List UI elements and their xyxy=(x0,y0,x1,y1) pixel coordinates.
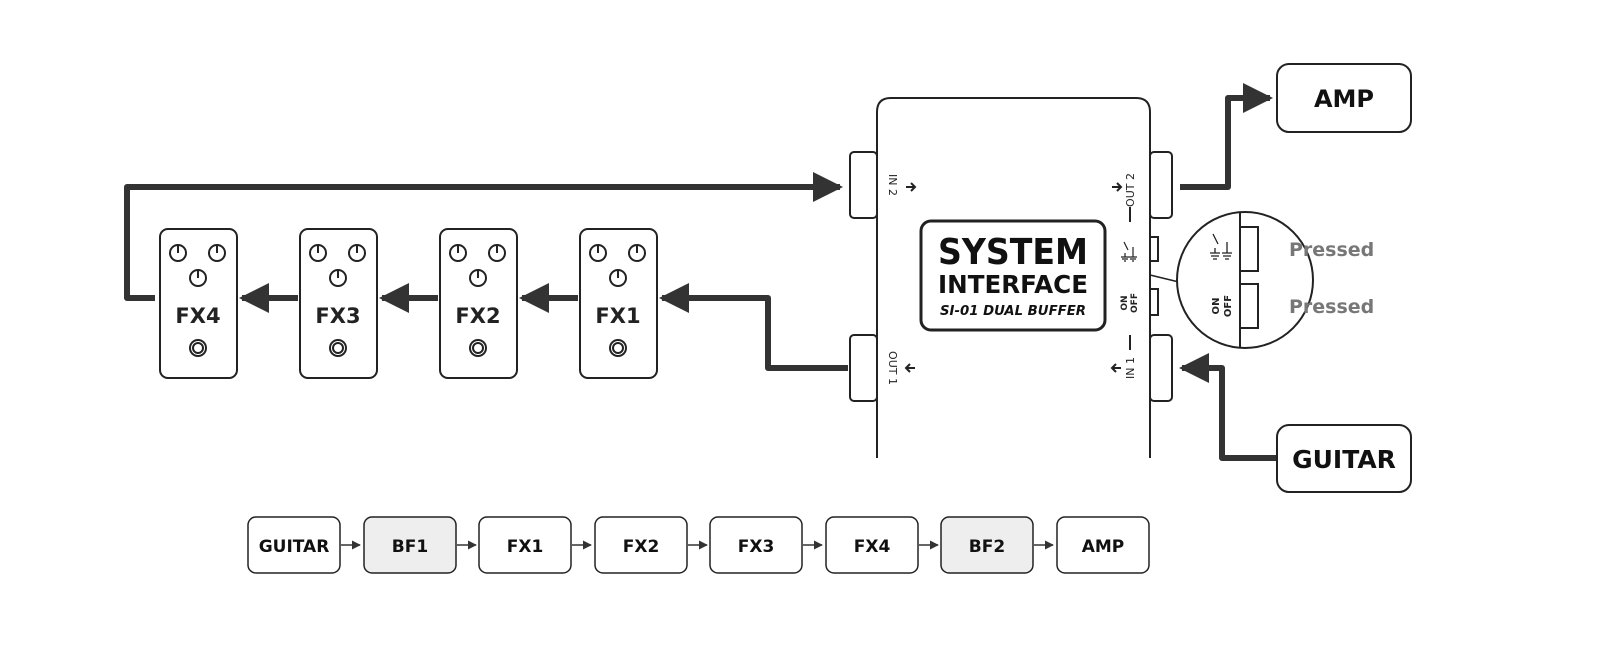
chain-step-fx3: FX3 xyxy=(709,516,803,574)
chain-step-label: BF1 xyxy=(392,537,428,557)
name-plate xyxy=(919,219,1107,332)
chain-step-guitar: GUITAR xyxy=(247,516,341,574)
chain-summary: GUITAR BF1 FX1 FX2 FX3 FX4 BF2 AMP xyxy=(247,516,1150,574)
pedal-label: FX2 xyxy=(455,304,500,328)
pedals: FX4 FX3 FX2 FX1 xyxy=(159,228,658,379)
zoom-off-label: OFF xyxy=(1223,295,1234,317)
power-state-label: Pressed xyxy=(1289,296,1374,318)
zoom-power-switch xyxy=(1239,283,1259,329)
chain-step-fx4: FX4 xyxy=(825,516,919,574)
guitar-label: GUITAR xyxy=(1292,445,1396,474)
chain-step-label: BF2 xyxy=(969,537,1005,557)
pedal-label: FX3 xyxy=(315,304,360,328)
chain-step-fx2: FX2 xyxy=(594,516,688,574)
pedal-fx2[interactable]: FX2 xyxy=(439,228,518,379)
ground-switch[interactable] xyxy=(1149,236,1159,262)
switch-on-label: ON xyxy=(1120,295,1130,310)
jack-out2-label: OUT 2 xyxy=(1124,173,1137,207)
arrow-in2-icon xyxy=(906,182,917,192)
switch-zoom-callout: ON OFF Pressed Pressed xyxy=(1149,211,1374,349)
chain-step-fx1: FX1 xyxy=(478,516,572,574)
model-name: SI-01 DUAL BUFFER xyxy=(940,304,1086,319)
jack-out2[interactable] xyxy=(1149,151,1173,219)
chain-step-label: FX1 xyxy=(507,537,544,557)
jack-out1[interactable] xyxy=(849,334,878,402)
jack-in1[interactable] xyxy=(1149,334,1173,402)
brand-line1: SYSTEM xyxy=(938,232,1088,273)
arrow-in1-icon xyxy=(1110,363,1121,373)
buffer-enclosure xyxy=(876,97,1151,458)
jack-out1-label: OUT 1 xyxy=(886,351,899,385)
switch-off-label: OFF xyxy=(1130,293,1140,313)
pedal-fx1[interactable]: FX1 xyxy=(579,228,658,379)
chain-step-label: FX2 xyxy=(623,537,660,557)
pedal-label: FX1 xyxy=(595,304,640,328)
cable-out2-to-amp xyxy=(1180,83,1273,190)
arrow-out1-icon xyxy=(904,363,915,373)
chain-step-bf2: BF2 xyxy=(940,516,1034,574)
pedal-fx3[interactable]: FX3 xyxy=(299,228,378,379)
zoom-on-label: ON xyxy=(1211,298,1222,315)
pedal-fx4[interactable]: FX4 xyxy=(159,228,238,379)
arrow-out2-icon xyxy=(1112,182,1123,192)
cables xyxy=(124,83,1277,461)
ground-lift-icon xyxy=(1121,241,1137,262)
amp-box[interactable]: AMP xyxy=(1276,63,1412,133)
cable-fx4-to-in2 xyxy=(124,172,843,301)
chain-step-label: GUITAR xyxy=(259,537,330,557)
chain-step-label: FX4 xyxy=(854,537,891,557)
buffer-unit: IN 2 OUT 1 OUT 2 IN 1 ON OFF SYSTEM INTE… xyxy=(849,97,1173,458)
pedal-label: FX4 xyxy=(175,304,220,328)
power-switch[interactable] xyxy=(1149,288,1159,316)
chain-step-label: AMP xyxy=(1082,537,1125,557)
jack-in1-label: IN 1 xyxy=(1124,357,1137,379)
brand-line2: INTERFACE xyxy=(938,270,1088,299)
ground-state-label: Pressed xyxy=(1289,239,1374,261)
chain-step-label: FX3 xyxy=(738,537,775,557)
chain-step-bf1: BF1 xyxy=(363,516,457,574)
amp-label: AMP xyxy=(1314,85,1374,113)
jack-in2-label: IN 2 xyxy=(886,174,899,196)
zoom-ground-lift-icon xyxy=(1210,233,1232,260)
chain-step-amp: AMP xyxy=(1056,516,1150,574)
cable-guitar-to-in1 xyxy=(1179,353,1277,461)
cable-out1-to-fx1 xyxy=(659,283,848,371)
jack-in2[interactable] xyxy=(849,151,878,219)
guitar-box[interactable]: GUITAR xyxy=(1276,424,1412,493)
zoom-ground-switch xyxy=(1239,226,1259,272)
